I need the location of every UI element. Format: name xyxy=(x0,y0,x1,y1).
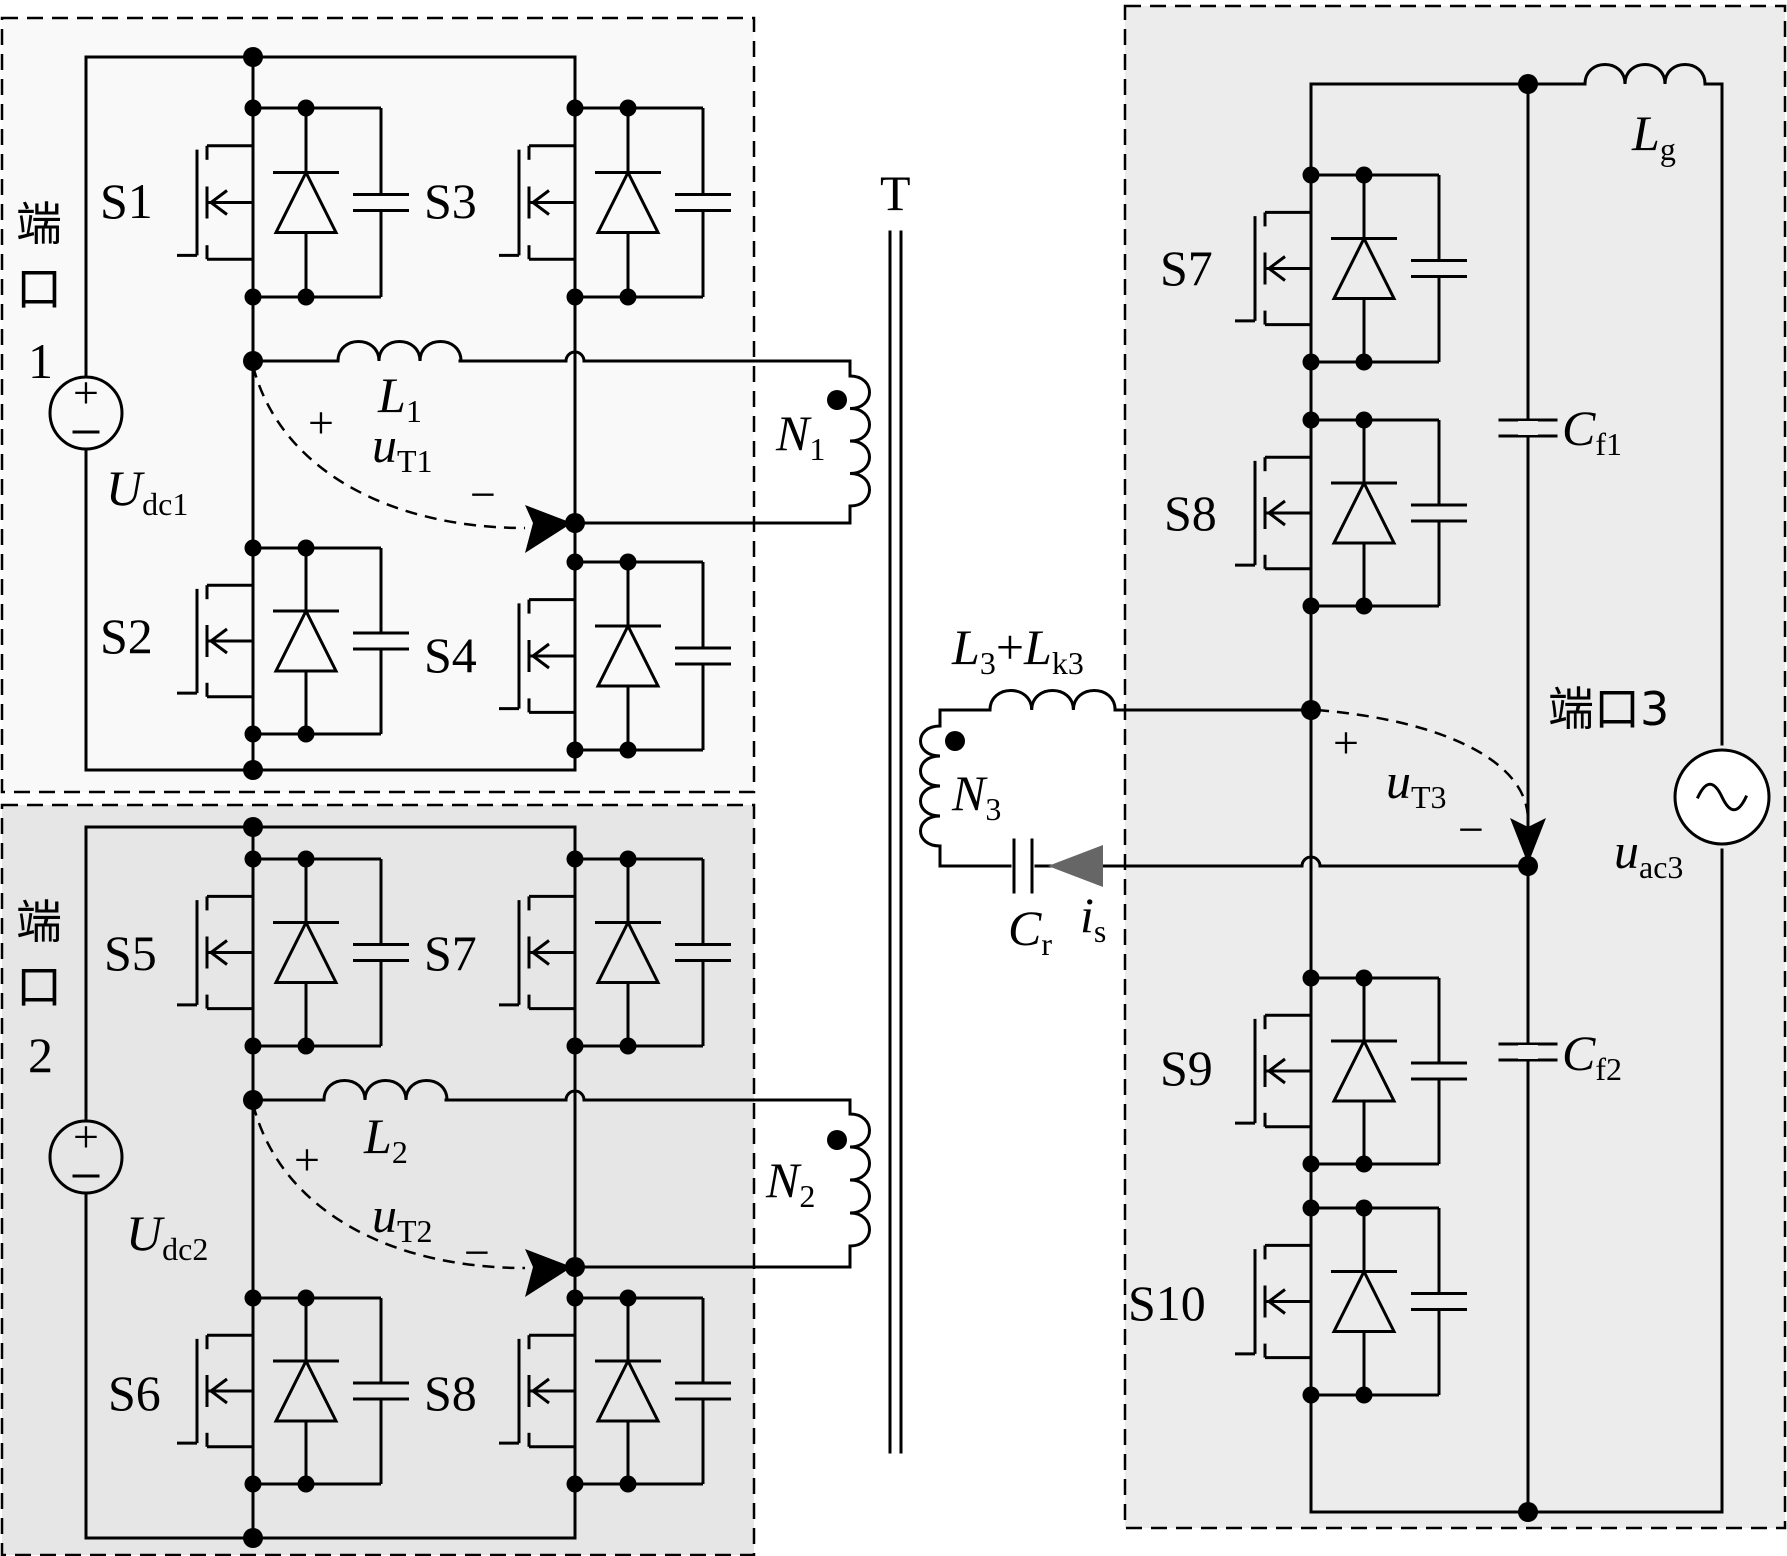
winding-label-n2: N2 xyxy=(765,1152,815,1214)
switch-cell-s6 xyxy=(177,1289,409,1493)
voltage-label-ut1: uT1 xyxy=(372,417,433,479)
switch-label-s8a: S8 xyxy=(424,1365,477,1421)
polarity-dot-n2 xyxy=(827,1130,847,1150)
port1-title-1: 端 xyxy=(16,197,62,251)
port1-title-2: 口 xyxy=(16,262,62,316)
switch-label-s7a: S7 xyxy=(424,925,477,981)
current-arrow-is xyxy=(1048,845,1103,887)
switch-cell-s9 xyxy=(1235,969,1467,1173)
voltage-label-ut2: uT2 xyxy=(372,1187,433,1249)
port3-title: 端口3 xyxy=(1548,682,1669,736)
voltage-label-uac3: uac3 xyxy=(1614,823,1683,885)
inductor-label-l3: L3+Lk3 xyxy=(951,619,1084,681)
capacitor-cr xyxy=(1012,838,1034,894)
switch-cell-s8b xyxy=(1235,411,1467,615)
switch-cell-s2 xyxy=(177,539,409,743)
switch-label-s3: S3 xyxy=(424,173,477,229)
port2-title-2: 口 xyxy=(16,960,62,1014)
junction-dot xyxy=(243,817,263,837)
ut3-minus: − xyxy=(1458,804,1484,855)
voltage-arrow-ut3 xyxy=(1316,708,1546,864)
capacitor-label-cf2: Cf2 xyxy=(1562,1025,1622,1087)
winding-n3 xyxy=(919,724,941,848)
voltage-label-udc2: Udc2 xyxy=(126,1205,208,1267)
dc-source-udc2: + xyxy=(48,1111,124,1195)
transformer-label: T xyxy=(880,165,911,221)
port2-title-1: 端 xyxy=(16,895,62,949)
winding-label-n1: N1 xyxy=(775,405,825,467)
switch-cell-s8a xyxy=(499,1289,731,1493)
capacitor-cf1 xyxy=(1498,418,1558,438)
junction-dot xyxy=(1518,74,1538,94)
switch-label-s2: S2 xyxy=(100,608,153,664)
inductor-label-l2: L2 xyxy=(363,1108,408,1170)
transformer-core xyxy=(888,230,903,1454)
switch-label-s7b: S7 xyxy=(1160,240,1213,296)
inductor-l2 xyxy=(322,1079,449,1101)
inductor-label-lg: Lg xyxy=(1631,105,1676,167)
voltage-label-ut3: uT3 xyxy=(1386,753,1447,815)
junction-dot xyxy=(243,351,263,371)
coils-group xyxy=(322,63,1707,1248)
switch-label-s5: S5 xyxy=(104,925,157,981)
voltage-arrow-ut2 xyxy=(251,1103,572,1297)
junction-dot xyxy=(565,513,585,533)
switch-label-s8b: S8 xyxy=(1164,485,1217,541)
junction-dot xyxy=(1301,700,1321,720)
junction-dot xyxy=(243,760,263,780)
ut1-minus: − xyxy=(470,469,496,520)
voltage-label-udc1: Udc1 xyxy=(106,460,188,522)
switch-cell-s7a xyxy=(499,850,731,1055)
junction-dot xyxy=(1518,856,1538,876)
switch-label-s9: S9 xyxy=(1160,1040,1213,1096)
ut3-plus: + xyxy=(1333,717,1359,768)
ut2-plus: + xyxy=(294,1134,320,1185)
svg-text:+: + xyxy=(73,1111,99,1162)
junction-dot xyxy=(243,47,263,67)
inductor-lg xyxy=(1583,63,1707,85)
winding-n2 xyxy=(849,1112,871,1248)
junction-dot xyxy=(243,1528,263,1548)
junction-dot xyxy=(565,1257,585,1277)
junction-dot xyxy=(1518,1502,1538,1522)
capacitor-cf2 xyxy=(1498,1042,1558,1062)
switch-cell-s7b xyxy=(1235,166,1467,371)
inductor-l3 xyxy=(988,689,1117,711)
ut1-plus: + xyxy=(308,397,334,448)
switches-group xyxy=(177,99,1467,1493)
current-label-is: is xyxy=(1080,887,1106,949)
ac-source-uac3 xyxy=(1673,748,1771,846)
polarity-dot-n1 xyxy=(827,390,847,410)
winding-n1 xyxy=(849,374,871,508)
svg-text:+: + xyxy=(73,367,99,418)
junction-dot xyxy=(243,1090,263,1110)
voltage-arrow-ut1 xyxy=(251,365,572,553)
ut2-minus: − xyxy=(464,1227,490,1278)
port2-title-3: 2 xyxy=(28,1027,53,1083)
switch-cell-s4 xyxy=(499,553,731,759)
switch-cell-s1 xyxy=(177,99,409,306)
winding-label-n3: N3 xyxy=(951,765,1001,827)
switch-cell-s10 xyxy=(1235,1199,1467,1404)
inductor-l1 xyxy=(336,340,463,362)
polarity-dot-n3 xyxy=(945,731,965,751)
switch-label-s6: S6 xyxy=(108,1365,161,1421)
dc-source-udc1: + xyxy=(48,367,124,451)
inductor-label-l1: L1 xyxy=(377,367,422,429)
port1-title-3: 1 xyxy=(28,333,53,389)
switch-cell-s5 xyxy=(177,850,409,1055)
switch-label-s4: S4 xyxy=(424,627,477,683)
switch-cell-s3 xyxy=(499,99,731,306)
capacitor-label-cr: Cr xyxy=(1008,900,1052,962)
switch-label-s1: S1 xyxy=(100,173,153,229)
capacitor-label-cf1: Cf1 xyxy=(1562,400,1622,462)
switch-label-s10: S10 xyxy=(1128,1275,1206,1331)
junction-dots xyxy=(243,47,1538,1548)
